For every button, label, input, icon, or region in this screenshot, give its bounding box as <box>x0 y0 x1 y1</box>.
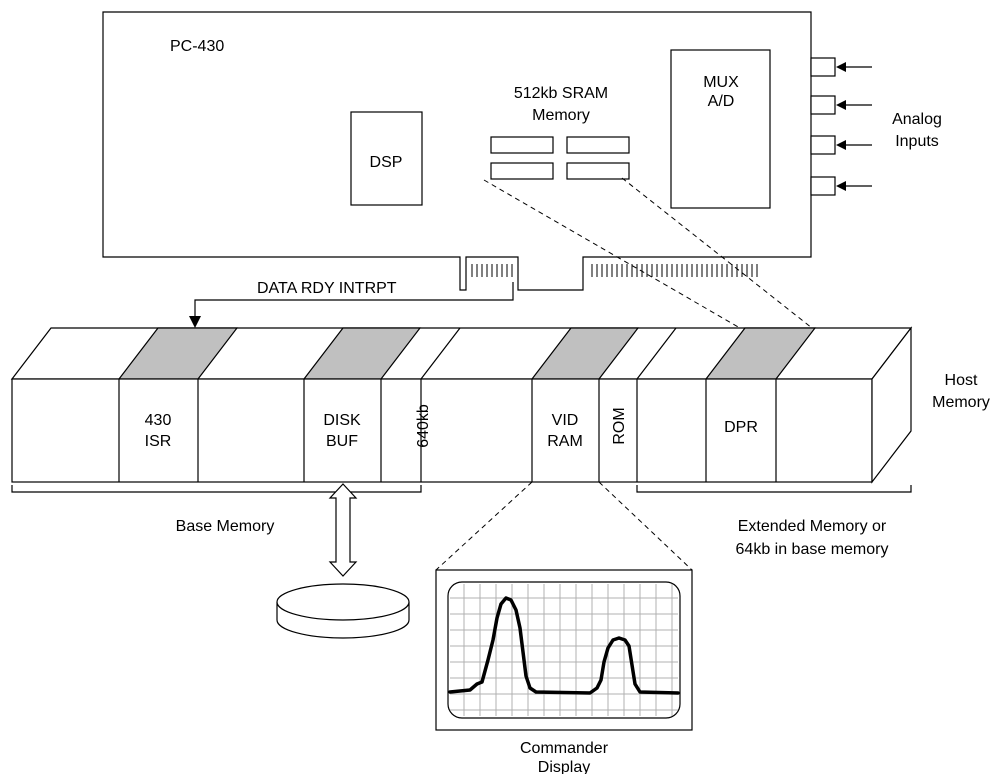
board-name-label: PC-430 <box>170 38 224 55</box>
base-memory-label: Base Memory <box>176 518 275 535</box>
disk-icon <box>276 583 410 639</box>
dpr-label: DPR <box>724 419 758 436</box>
input-connector <box>810 176 836 196</box>
mapping-lines-upper <box>483 177 813 329</box>
front-face-dividers <box>118 379 777 482</box>
interrupt-connector <box>189 282 514 328</box>
disk-buf-label-line1: DISK <box>323 412 361 429</box>
isr-label-line2: ISR <box>145 433 172 450</box>
interrupt-label: DATA RDY INTRPT <box>257 280 397 297</box>
display-label-line1: Commander <box>520 740 609 757</box>
edge-connector <box>471 264 758 277</box>
base-memory-bracket <box>11 485 422 493</box>
640kb-label: 640kb <box>415 404 432 448</box>
board-outline <box>102 11 812 291</box>
input-connector <box>810 57 836 77</box>
rom-label: ROM <box>611 407 628 444</box>
analog-inputs-label-line2: Inputs <box>895 133 939 150</box>
input-connector <box>810 135 836 155</box>
dsp-label: DSP <box>370 154 403 171</box>
dsp-chip <box>350 111 423 206</box>
top-face-dividers <box>420 327 677 380</box>
signal-trace <box>448 596 680 695</box>
sram-label-line1: 512kb SRAM <box>514 85 608 102</box>
sram-chip <box>566 162 630 180</box>
sram-chip <box>566 136 630 154</box>
host-memory-bar: 430 ISR DISK BUF 640kb VID RAM ROM DPR <box>10 326 913 484</box>
extended-memory-label-line2: 64kb in base memory <box>736 541 889 558</box>
input-arrows <box>836 62 872 191</box>
mux-ad-block <box>670 49 771 209</box>
analog-inputs-label-line1: Analog <box>892 111 942 128</box>
mux-label: MUX <box>703 74 739 91</box>
isr-label-line1: 430 <box>145 412 172 429</box>
sram-label-line2: Memory <box>532 107 590 124</box>
display-grid <box>450 584 678 716</box>
extended-memory-bracket <box>636 485 912 493</box>
vid-ram-label-line1: VID <box>552 412 579 429</box>
memory-front-face <box>11 378 873 483</box>
mapping-lines-lower <box>435 481 693 571</box>
input-connectors <box>810 57 836 196</box>
display-label-line2: Display <box>538 759 590 774</box>
disk-transfer-arrow <box>328 483 358 577</box>
memory-side-face <box>871 326 912 484</box>
host-memory-label-line2: Memory <box>932 394 990 411</box>
display-screen <box>447 581 681 719</box>
ad-label: A/D <box>708 93 735 110</box>
extended-memory-label-line1: Extended Memory or <box>738 518 887 535</box>
sram-chip <box>490 136 554 154</box>
pc-430-board: PC-430 DSP 512kb SRAM Memory MUX A/D <box>102 11 872 291</box>
sram-chips <box>490 136 630 180</box>
input-connector <box>810 95 836 115</box>
vid-ram-label-line2: RAM <box>547 433 583 450</box>
disk-buf-label-line2: BUF <box>326 433 358 450</box>
sram-chip <box>490 162 554 180</box>
host-memory-label-line1: Host <box>945 372 978 389</box>
commander-display <box>435 569 693 731</box>
